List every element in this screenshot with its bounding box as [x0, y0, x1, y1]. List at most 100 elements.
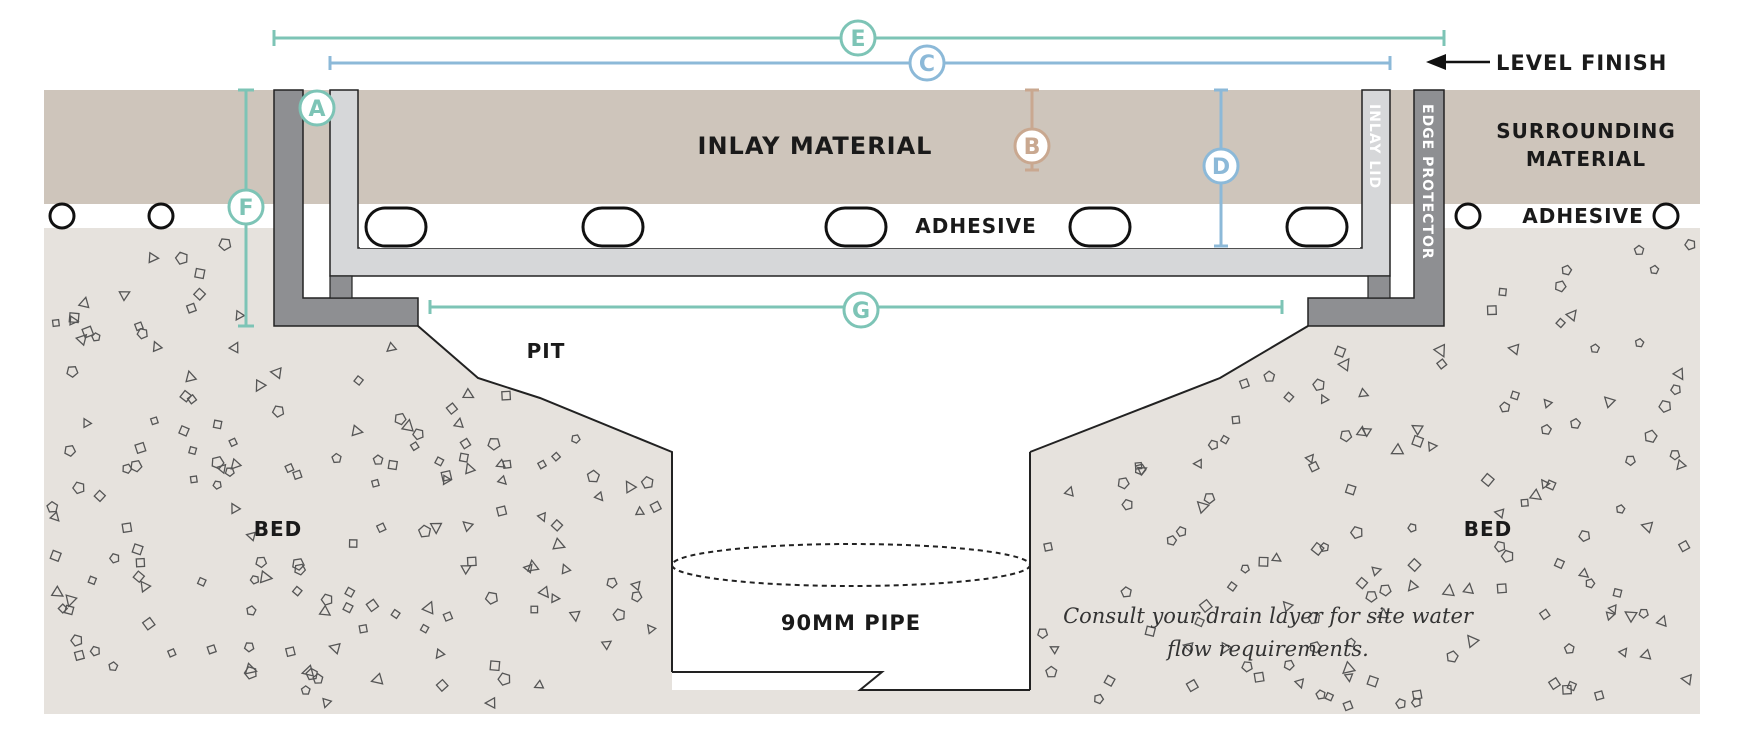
gravel-stone — [571, 434, 581, 444]
gravel-stone — [141, 616, 156, 631]
dimension-c-badge — [908, 44, 946, 82]
gravel-stone — [1343, 673, 1354, 683]
gravel-stone — [318, 604, 332, 616]
gravel-stone — [66, 366, 79, 378]
gravel-stone — [68, 312, 80, 324]
gravel-stone — [1658, 399, 1672, 414]
gravel-stone — [1342, 660, 1357, 675]
gravel-stone — [461, 387, 475, 399]
adhesive-dot — [1454, 202, 1482, 230]
adhesive-blobs — [364, 206, 1349, 248]
gravel-stone — [1043, 541, 1054, 552]
gravel-stone — [1037, 628, 1049, 640]
gravel-stone — [536, 459, 548, 470]
gravel-stone — [1333, 345, 1347, 358]
adhesive-dot — [147, 202, 175, 230]
gravel-stone — [255, 378, 268, 393]
dimension-b-letter: B — [1024, 135, 1041, 160]
dimension-a-letter: A — [308, 97, 325, 122]
gravel-stone — [255, 556, 268, 569]
gravel-stone — [452, 416, 464, 429]
level-finish-label: LEVEL FINISH — [1496, 51, 1667, 75]
gravel-stone — [351, 424, 365, 437]
gravel-stone — [586, 469, 601, 483]
gravel-stone — [206, 644, 218, 655]
gravel-stone — [1649, 264, 1660, 275]
gravel-stone — [1304, 453, 1315, 465]
gravel-stone — [122, 463, 133, 474]
gravel-stone — [1221, 641, 1233, 655]
gravel-stone — [245, 531, 257, 542]
gravel-stone — [1196, 500, 1211, 515]
gravel-stone — [48, 510, 60, 522]
gravel-stone — [1207, 439, 1218, 451]
gravel-stone — [434, 456, 445, 467]
gravel-stone — [526, 558, 540, 572]
gravel-stone — [93, 489, 107, 503]
gravel-stone — [1561, 684, 1573, 695]
gravel-stone — [1679, 673, 1692, 686]
gravel-stone — [118, 291, 131, 302]
dimension-f-badge — [227, 188, 265, 226]
gravel-stone — [561, 563, 572, 575]
gravel-stone — [552, 537, 567, 550]
gravel-stone — [1192, 458, 1202, 469]
gravel-stone — [1283, 659, 1295, 671]
gravel-stone — [228, 437, 239, 448]
gravel-stone — [1175, 525, 1187, 537]
gravel-stone — [1563, 642, 1575, 654]
gravel-stone — [429, 522, 443, 535]
gravel-stone — [501, 390, 512, 401]
gravel-stone — [1310, 541, 1325, 557]
gravel-stone — [1349, 525, 1363, 540]
gravel-stone — [284, 646, 296, 658]
gravel-stone — [1144, 625, 1157, 638]
gravel-stone — [152, 340, 164, 353]
gravel-stone — [1346, 637, 1356, 648]
gravel-stone — [387, 459, 399, 471]
gravel-stone — [1432, 343, 1446, 358]
gravel-stone — [1270, 552, 1282, 562]
gravel-stone — [224, 467, 235, 478]
gravel-stone — [386, 341, 398, 353]
gravel-stone — [108, 553, 120, 564]
gravel-stone — [1462, 582, 1475, 595]
inlay-material-label: INLAY MATERIAL — [698, 132, 933, 160]
gravel-stone — [81, 325, 95, 339]
gravel-stone — [1498, 287, 1508, 297]
surrounding-material-label: SURROUNDING — [1496, 119, 1676, 143]
gravel-stone — [606, 577, 618, 589]
gravel-stone — [495, 505, 508, 517]
gravel-stone — [178, 424, 190, 437]
gravel-stone — [533, 679, 545, 689]
adhesive-blob — [1068, 206, 1132, 248]
gravel-stone — [1049, 646, 1060, 655]
gravel-stone — [1411, 424, 1425, 437]
pipe-outline — [672, 671, 1030, 691]
gravel-stone — [140, 580, 152, 594]
gravel-stone — [271, 405, 285, 418]
gravel-stone — [1500, 549, 1514, 563]
gravel-stone — [342, 601, 354, 614]
gravel-stone — [1185, 678, 1200, 693]
gravel-stone — [1676, 458, 1688, 471]
gravel-stone — [496, 474, 508, 486]
gravel-stone — [1194, 616, 1206, 628]
gravel-stone — [1538, 608, 1551, 621]
gravel-stone — [1577, 567, 1590, 578]
gravel-stone — [390, 608, 401, 620]
gravel-stone — [73, 649, 86, 662]
gravel-stone — [74, 333, 88, 347]
gravel-stone — [489, 660, 501, 672]
gravel-stone — [1309, 641, 1322, 654]
gravel-stone — [440, 469, 453, 482]
gravel-stone — [218, 238, 232, 252]
gravel-stone — [121, 522, 133, 534]
gravel-stone — [64, 444, 77, 458]
gravel-stone — [550, 518, 564, 532]
gravel-stone — [1427, 441, 1439, 453]
gravel-stone — [46, 500, 59, 513]
gravel-stone — [1136, 466, 1148, 477]
gravel-stone — [72, 481, 85, 495]
gravel-stone — [370, 478, 380, 488]
